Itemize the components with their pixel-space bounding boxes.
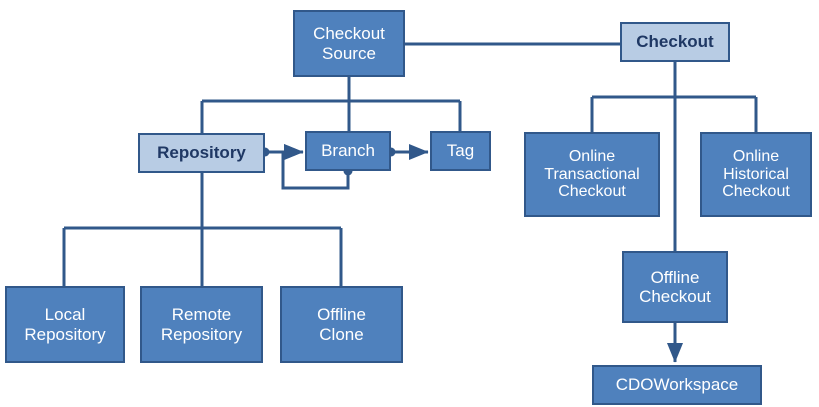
- node-tag[interactable]: Tag: [430, 131, 491, 171]
- node-remote-repository[interactable]: Remote Repository: [140, 286, 263, 363]
- node-online-historical-checkout[interactable]: Online Historical Checkout: [700, 132, 812, 217]
- node-local-repository[interactable]: Local Repository: [5, 286, 125, 363]
- node-repository[interactable]: Repository: [138, 133, 265, 173]
- edge-branch-to-tag: [386, 143, 429, 161]
- node-checkout-source[interactable]: Checkout Source: [293, 10, 405, 77]
- node-offline-clone[interactable]: Offline Clone: [280, 286, 403, 363]
- node-checkout[interactable]: Checkout: [620, 22, 730, 62]
- node-branch[interactable]: Branch: [305, 131, 391, 171]
- edge-checkout-source-tree: [200, 77, 462, 133]
- edge-repository-to-branch: [260, 143, 304, 161]
- edge-repository-tree: [62, 173, 343, 286]
- node-online-transactional-checkout[interactable]: Online Transactional Checkout: [524, 132, 660, 217]
- node-offline-checkout[interactable]: Offline Checkout: [622, 251, 728, 323]
- node-cdoworkspace[interactable]: CDOWorkspace: [592, 365, 762, 405]
